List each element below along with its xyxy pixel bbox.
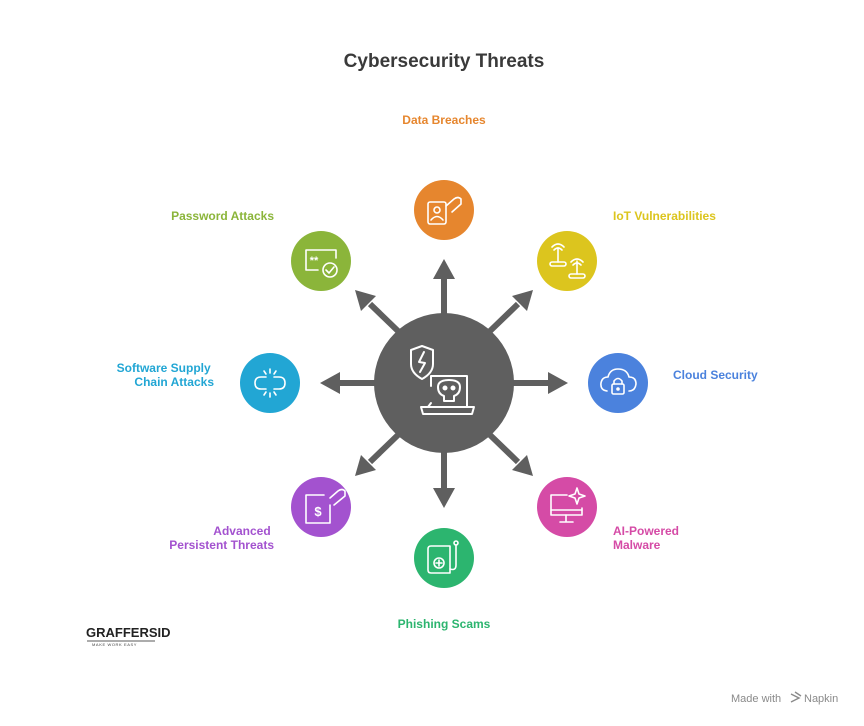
label-password-attacks: Password Attacks — [171, 209, 274, 223]
label-iot-vulnerabilities: IoT Vulnerabilities — [613, 209, 716, 223]
cloud-lock-icon — [600, 368, 637, 395]
node-iot-vulnerabilities — [537, 231, 597, 291]
arrow-password-attacks — [355, 290, 402, 335]
node-data-breaches — [414, 180, 474, 240]
arrow-ai-powered-malware — [486, 431, 533, 476]
arrow-iot-vulnerabilities — [486, 290, 533, 335]
password-check-icon: ** — [305, 249, 338, 278]
made-with-napkin-footer: Made with Napkin — [731, 691, 838, 705]
center-hub — [374, 313, 514, 453]
diagram-title: Cybersecurity Threats — [344, 51, 545, 72]
book-hook-icon — [427, 540, 459, 574]
arrow-software-supply-chain-attacks — [320, 372, 376, 394]
node-phishing-scams — [414, 528, 474, 588]
footer-brand: Napkin — [804, 693, 838, 705]
laptop-skull-shield-icon — [410, 345, 475, 415]
arrow-advanced-persistent-threats — [355, 431, 402, 476]
node-software-supply-chain-attacks — [240, 353, 300, 413]
svg-text:$: $ — [314, 504, 322, 519]
arrow-data-breaches — [433, 259, 455, 318]
arrow-phishing-scams — [433, 451, 455, 508]
logo-tagline: MAKE WORK EASY — [92, 642, 137, 647]
dollar-card-hand-icon: $ — [305, 488, 346, 524]
svg-text:**: ** — [310, 255, 319, 267]
broken-link-icon — [254, 368, 286, 398]
label-advanced-persistent-threats: Advanced Persistent Threats — [169, 524, 274, 552]
wifi-router-icon — [549, 243, 586, 279]
node-cloud-security — [588, 353, 648, 413]
footer-made-with: Made with — [731, 693, 781, 705]
monitor-sparkle-icon — [550, 487, 586, 523]
label-ai-powered-malware: AI-Powered Malware — [613, 524, 682, 552]
label-cloud-security: Cloud Security — [673, 368, 758, 382]
label-software-supply-chain-attacks: Software Supply Chain Attacks — [117, 361, 215, 389]
napkin-logo-icon — [790, 691, 802, 703]
arrows — [320, 259, 568, 508]
label-phishing-scams: Phishing Scams — [398, 617, 491, 631]
node-advanced-persistent-threats: $ — [291, 477, 351, 537]
node-labels: Data Breaches IoT Vulnerabilities Cloud … — [117, 113, 758, 631]
logo-wordmark: GRAFFERSID — [86, 625, 171, 640]
hub-circle — [374, 313, 514, 453]
node-ai-powered-malware — [537, 477, 597, 537]
label-data-breaches: Data Breaches — [402, 113, 486, 127]
id-badge-hand-icon — [427, 196, 462, 225]
graffersid-logo: GRAFFERSID MAKE WORK EASY — [86, 625, 171, 647]
arrow-cloud-security — [512, 372, 568, 394]
node-password-attacks: ** — [291, 231, 351, 291]
